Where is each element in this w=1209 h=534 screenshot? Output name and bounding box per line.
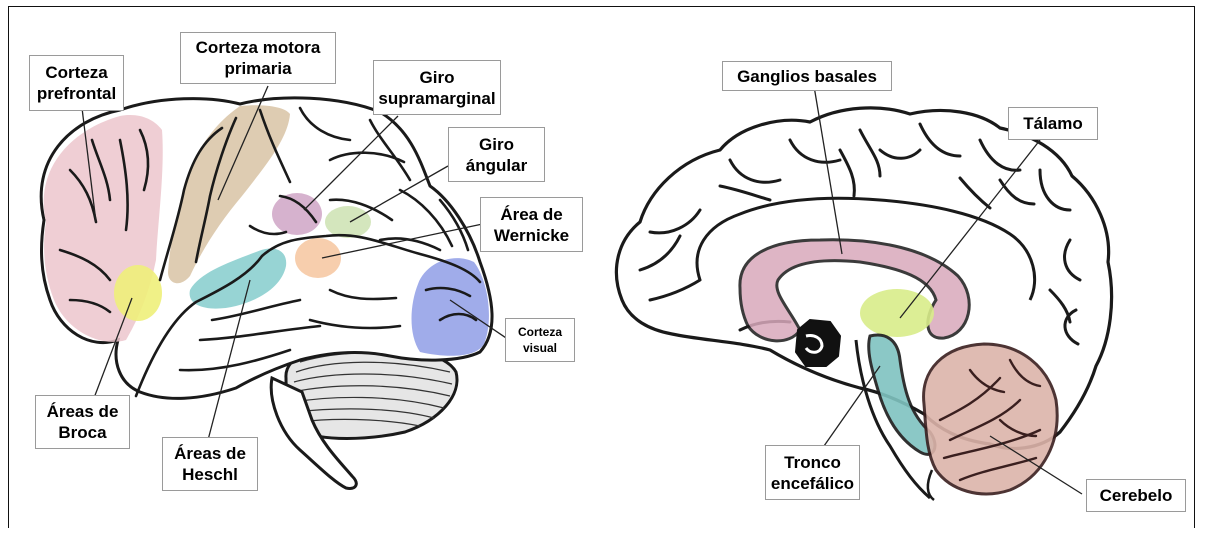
label-wernicke: Área de Wernicke: [480, 197, 583, 252]
medial-brain: [616, 86, 1111, 500]
label-prefrontal: Corteza prefrontal: [29, 55, 124, 111]
label-wernicke-line2: Wernicke: [494, 225, 569, 246]
label-supramarginal: Giro supramarginal: [373, 60, 501, 115]
label-angular-line1: Giro: [479, 134, 514, 155]
label-heschl-line1: Áreas de: [174, 443, 246, 464]
label-prefrontal-line1: Corteza: [45, 62, 107, 83]
broca-area: [114, 265, 162, 321]
label-visual: Corteza visual: [505, 318, 575, 362]
label-broca-line1: Áreas de: [47, 401, 119, 422]
label-supramarginal-line1: Giro: [420, 67, 455, 88]
wernicke-area: [295, 238, 341, 278]
thalamus-area: [860, 289, 934, 337]
label-thalamus: Tálamo: [1008, 107, 1098, 140]
label-visual-line2: visual: [523, 340, 557, 356]
label-tronco-line1: Tronco: [784, 452, 841, 473]
label-tronco-line2: encefálico: [771, 473, 854, 494]
label-prefrontal-line2: prefrontal: [37, 83, 116, 104]
label-motor-line1: Corteza motora: [196, 37, 321, 58]
label-supramarginal-line2: supramarginal: [378, 88, 495, 109]
label-cerebelo-line1: Cerebelo: [1100, 485, 1173, 506]
angular-area: [325, 206, 371, 238]
label-brainstem: Tronco encefálico: [765, 445, 860, 500]
label-wernicke-line1: Área de: [500, 204, 562, 225]
spinal-outline: [928, 470, 934, 500]
label-visual-line1: Corteza: [518, 324, 562, 340]
label-angular: Giro ángular: [448, 127, 545, 182]
label-broca-line2: Broca: [58, 422, 106, 443]
label-motor-line2: primaria: [224, 58, 291, 79]
label-broca: Áreas de Broca: [35, 395, 130, 449]
label-angular-line2: ángular: [466, 155, 527, 176]
label-talamo-line1: Tálamo: [1023, 113, 1083, 134]
label-motor-cortex: Corteza motora primaria: [180, 32, 336, 84]
pons-shape: [796, 320, 840, 366]
label-heschl: Áreas de Heschl: [162, 437, 258, 491]
label-ganglios-line1: Ganglios basales: [737, 66, 877, 87]
label-heschl-line2: Heschl: [182, 464, 238, 485]
label-cerebellum: Cerebelo: [1086, 479, 1186, 512]
label-basal-ganglia: Ganglios basales: [722, 61, 892, 91]
